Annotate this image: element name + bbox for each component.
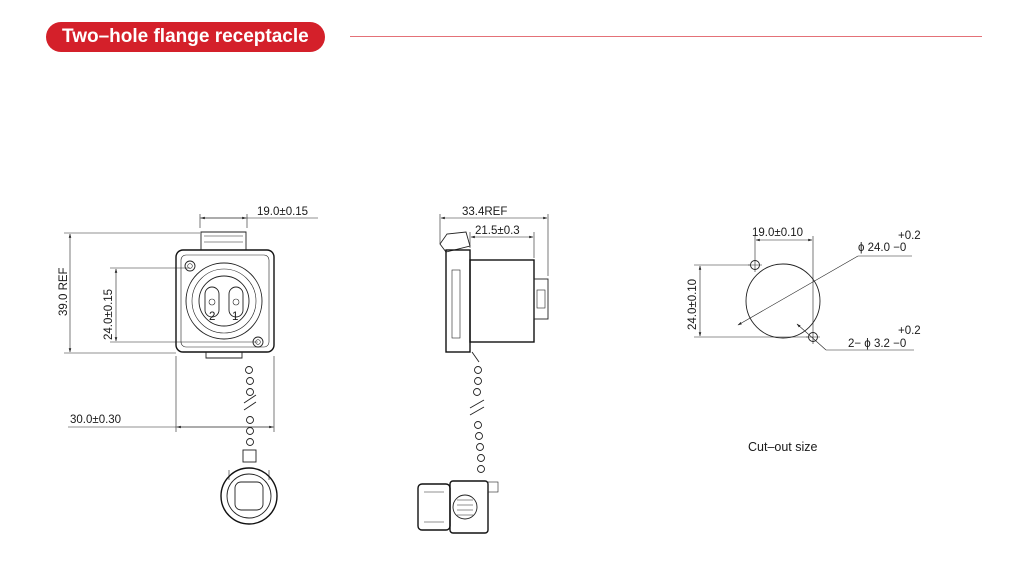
side-chain [469, 351, 485, 473]
receptacle-outer-ring [185, 262, 263, 340]
side-dim-ref: 33.4REF [462, 206, 507, 218]
front-latch [200, 231, 247, 250]
pin-label-1: 1 [232, 311, 238, 323]
cutout-diam-holes: 2− ϕ 3.2 −0 [848, 338, 906, 350]
side-flange [445, 249, 471, 353]
side-dim-depth: 21.5±0.3 [475, 225, 520, 237]
cutout-dim-top: 19.0±0.10 [752, 227, 803, 239]
front-chain [243, 366, 257, 446]
pin-label-2: 2 [209, 311, 215, 323]
side-latch [439, 231, 471, 253]
cutout-diam-holes-tol: +0.2 [898, 325, 921, 337]
side-rear-connector [533, 278, 549, 320]
mounting-hole-top [184, 260, 196, 272]
side-view: 33.4REF 21.5±0.3 [417, 206, 549, 534]
side-cap [417, 480, 499, 534]
cutout-caption: Cut–out size [748, 440, 818, 454]
side-body [469, 259, 535, 343]
front-view: 2 1 19.0±0.15 39.0 [58, 206, 318, 525]
page-title: Two–hole flange receptacle [46, 22, 325, 52]
cutout-dim-left: 24.0±0.10 [687, 279, 699, 330]
cutout-view: 19.0±0.10 24.0±0.10 +0.2 ϕ 24.0 −0 +0.2 … [687, 227, 921, 454]
title-rule [350, 36, 982, 37]
front-dim-left: 39.0 REF [58, 267, 70, 316]
cutout-main-hole [745, 263, 821, 339]
front-dim-inner: 24.0±0.15 [103, 289, 115, 340]
front-dim-bottom: 30.0±0.30 [70, 414, 121, 426]
contact-slot-2 [204, 286, 220, 318]
cutout-diam-main: ϕ 24.0 −0 [858, 242, 906, 254]
front-dim-top: 19.0±0.15 [257, 206, 308, 218]
contact-slot-1 [228, 286, 244, 318]
front-flange-outline [175, 249, 275, 353]
front-cap [220, 449, 278, 525]
cutout-diam-main-tol: +0.2 [898, 230, 921, 242]
